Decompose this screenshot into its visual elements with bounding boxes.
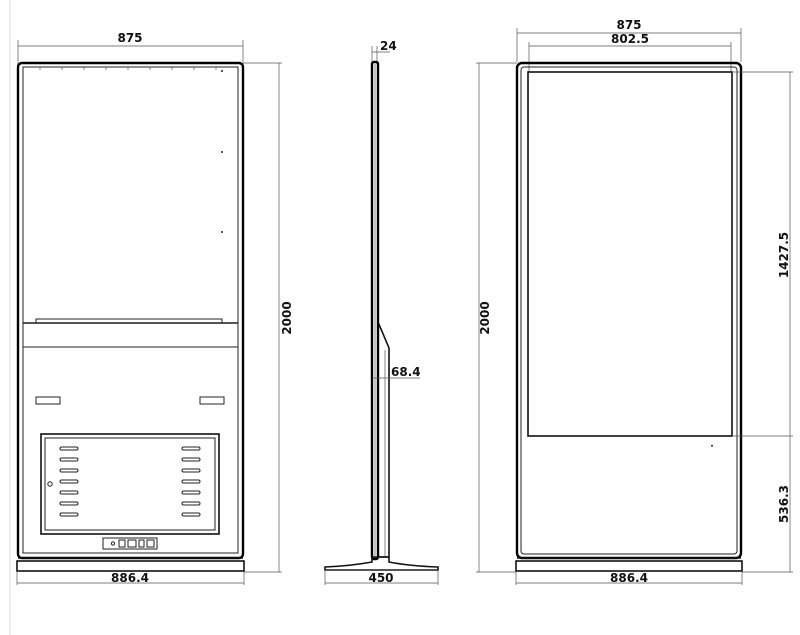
back-width-label: 875: [117, 31, 142, 45]
front-height-label: 2000: [478, 301, 492, 334]
front-screen-width-label: 802.5: [611, 32, 649, 46]
front-view: 875 802.5 886.4 2000 1427.5 536: [476, 18, 793, 585]
front-base-width-label: 886.4: [610, 571, 648, 585]
side-view: 24 68.4 450: [324, 39, 439, 585]
back-height-label: 2000: [280, 301, 294, 334]
back-base-width-label: 886.4: [111, 571, 149, 585]
side-base-depth-label: 450: [368, 571, 393, 585]
back-view: 875: [16, 31, 294, 585]
front-screen-height-label: 1427.5: [777, 232, 791, 278]
front-lower-height-label: 536.3: [777, 485, 791, 523]
side-thickness-label: 24: [380, 39, 397, 53]
side-bulge-label: 68.4: [391, 365, 421, 379]
front-width-label: 875: [616, 18, 641, 32]
